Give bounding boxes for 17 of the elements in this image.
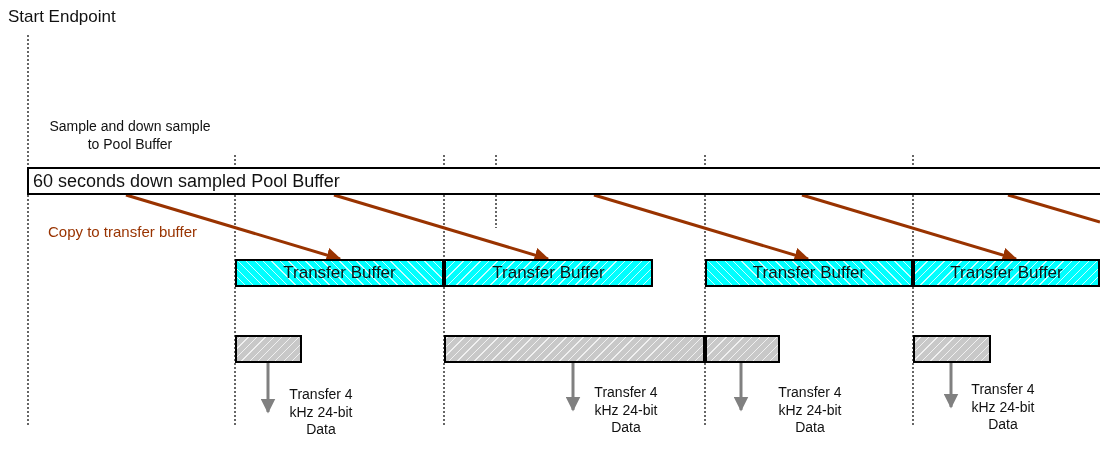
buffer-label: 60 seconds down sampled Pool Buffer bbox=[33, 170, 340, 192]
annotation-text: Transfer 4 kHz 24-bit Data bbox=[970, 381, 1036, 434]
data-transfer-bar bbox=[913, 335, 991, 363]
data-transfer-bar bbox=[444, 335, 705, 363]
annotation-text: Transfer 4 kHz 24-bit Data bbox=[777, 384, 843, 437]
annotation-text: Sample and down sample to Pool Buffer bbox=[48, 118, 212, 153]
pool-buffer-bar bbox=[27, 167, 1100, 195]
data-transfer-bar bbox=[705, 335, 780, 363]
annotation-text: Transfer 4 kHz 24-bit Data bbox=[288, 386, 354, 439]
annotation-text: Copy to transfer buffer bbox=[48, 223, 198, 242]
arrow bbox=[565, 363, 581, 412]
title-label: Start Endpoint bbox=[8, 6, 117, 28]
data-transfer-bar bbox=[235, 335, 302, 363]
arrow bbox=[733, 363, 749, 412]
arrow bbox=[260, 363, 276, 414]
annotation-text: Transfer 4 kHz 24-bit Data bbox=[593, 384, 659, 437]
arrow bbox=[943, 363, 959, 409]
